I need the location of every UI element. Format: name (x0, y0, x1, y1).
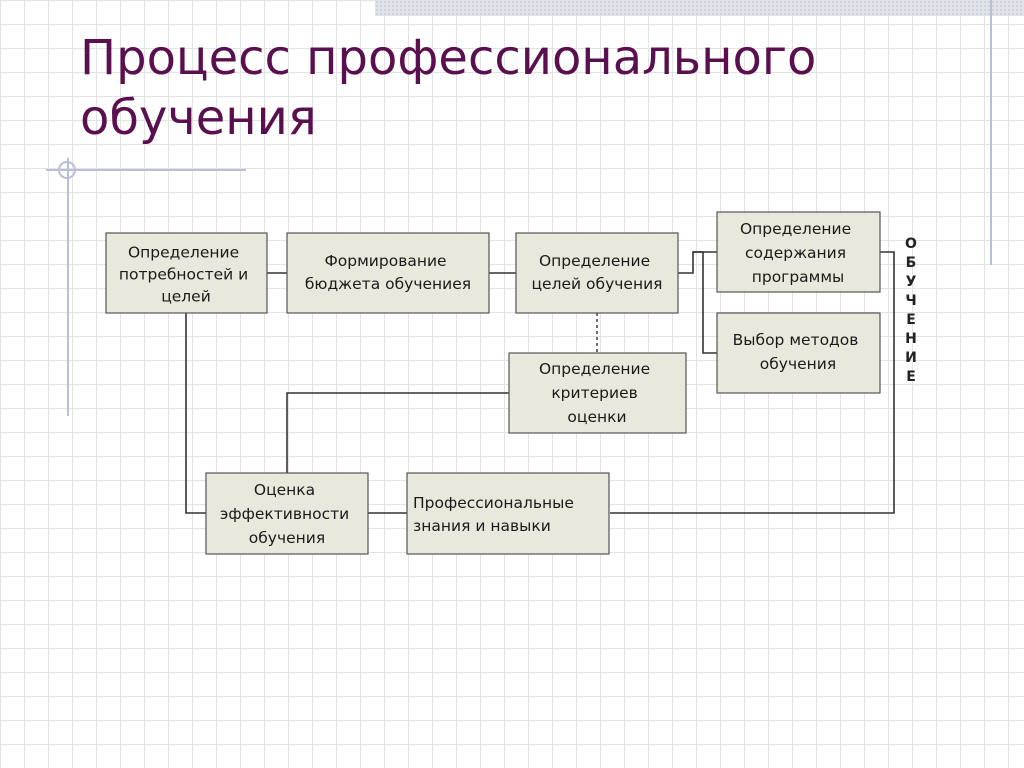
svg-text:Выбор методов обучения: Выбор методов обучения (733, 331, 864, 373)
node-goals-line-1: Определение (539, 252, 650, 270)
node-evaluation-line-2: эффективности (220, 505, 349, 523)
node-skills-line-1: Профессиональные (413, 494, 574, 512)
node-evaluation: Оценка эффективности обучения (205, 472, 369, 555)
left-decor-line (67, 158, 69, 416)
node-goals: Определение целей обучения (515, 232, 679, 314)
connector-criteria-evaluation (286, 392, 509, 473)
connector-needs-evaluation (185, 313, 206, 514)
node-budget-line-1: Формирование (324, 252, 446, 270)
node-goals-line-2: целей обучения (532, 275, 663, 293)
node-criteria-line-1: Определение (539, 360, 650, 378)
node-budget: Формирование бюджета обучениея (286, 232, 490, 314)
svg-text:Определение потребностей: Определение потребностей и целей (119, 243, 253, 305)
svg-text:Профессиональные знания: Профессиональные знания и навыки (413, 494, 579, 535)
svg-text:Определение критериев: Определение критериев оценки (539, 360, 655, 426)
node-criteria-line-3: оценки (567, 408, 626, 426)
node-content-line-1: Определение (740, 220, 851, 238)
title-underline-decor (46, 169, 246, 171)
circle-decor (58, 161, 76, 179)
node-methods: Выбор методов обучения (716, 312, 881, 394)
node-skills: Профессиональные знания и навыки (406, 472, 610, 555)
node-criteria: Определение критериев оценки (508, 352, 687, 434)
connector-content-evaluation-right (610, 251, 895, 514)
svg-text:Оценка эффективности: Оценка эффективности обучения (220, 481, 354, 547)
node-evaluation-line-1: Оценка (254, 481, 315, 499)
right-decor-line (990, 0, 992, 265)
svg-text:Определение содержания: Определение содержания программы (740, 220, 856, 286)
connector-goals-content (678, 251, 717, 274)
svg-text:Определение целей обучен: Определение целей обучения (532, 252, 663, 293)
node-needs-line-1: Определение (128, 243, 239, 261)
node-content: Определение содержания программы (716, 211, 881, 293)
svg-text:Формирование бюджета обу: Формирование бюджета обучениея (305, 252, 471, 293)
side-label-training: ОБУЧЕНИЕ (903, 236, 919, 388)
node-methods-line-1: Выбор методов (733, 331, 859, 349)
node-content-line-2: содержания (745, 244, 846, 262)
top-decor-band (375, 0, 1024, 16)
slide-title: Процесс профессионального обучения (80, 30, 817, 146)
node-evaluation-line-3: обучения (249, 529, 325, 547)
node-methods-line-2: обучения (760, 355, 836, 373)
node-content-line-3: программы (752, 268, 845, 286)
connector-goals-methods (693, 251, 717, 354)
node-needs-line-2: потребностей и (119, 265, 248, 283)
node-budget-line-2: бюджета обучениея (305, 275, 471, 293)
node-needs: Определение потребностей и целей (105, 232, 268, 314)
node-skills-line-2: знания и навыки (413, 517, 551, 535)
node-needs-line-3: целей (161, 287, 211, 305)
node-criteria-line-2: критериев (551, 384, 637, 402)
